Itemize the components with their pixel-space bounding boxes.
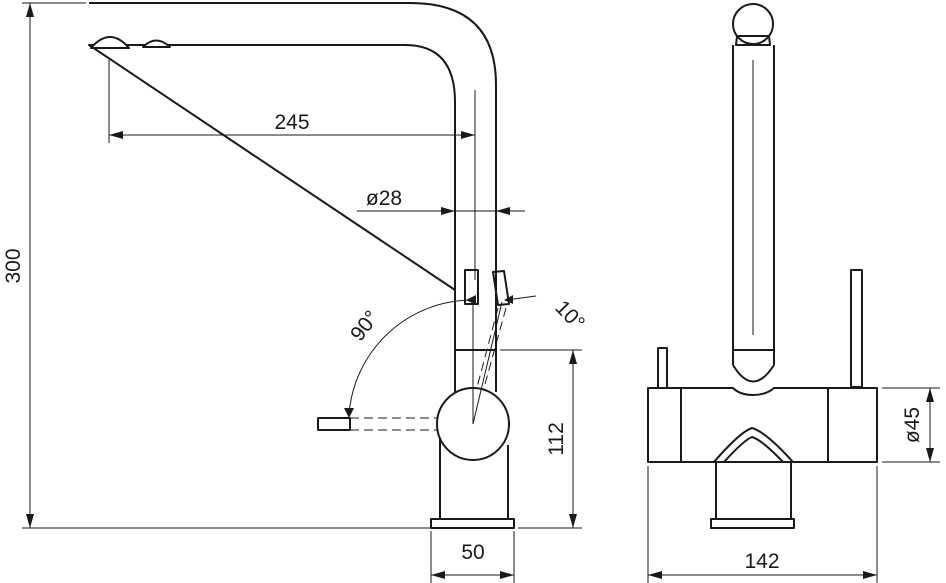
dimension-300-label: 300	[2, 248, 25, 283]
spout-outline	[88, 2, 497, 291]
front-base-plate	[710, 518, 795, 529]
front-base-stem	[715, 462, 792, 519]
arrowhead	[926, 448, 934, 462]
body-neck	[732, 364, 775, 383]
side-view: 90° 10° 245 ø28 300 112	[2, 2, 589, 583]
dimension-142-label: 142	[744, 550, 779, 573]
arrowhead	[344, 408, 354, 418]
dimension-28-label: ø28	[366, 187, 402, 210]
handle-right	[850, 269, 863, 388]
arrowhead	[569, 350, 577, 364]
dimension-45-label: ø45	[901, 407, 924, 443]
spout-tip-shading	[735, 35, 771, 46]
arrowhead	[466, 295, 476, 305]
dimension-50-label: 50	[461, 541, 484, 564]
arrowhead	[26, 3, 34, 17]
base-plate	[430, 518, 515, 529]
angle-10-label: 10°	[550, 296, 589, 335]
lever-tilted	[492, 270, 510, 306]
arrowhead	[926, 388, 934, 402]
rotation-axis-tilted	[472, 301, 503, 425]
spout-tip-circle	[732, 3, 774, 45]
arrowhead	[863, 571, 877, 579]
angle-arc-90	[348, 299, 474, 415]
arrowhead	[504, 295, 513, 304]
arrowhead	[441, 207, 455, 215]
arrowhead	[26, 514, 34, 528]
dimension-112-label: 112	[545, 422, 568, 455]
lever-hidden-lines	[474, 307, 507, 396]
handle-left	[657, 347, 668, 389]
arrowhead	[431, 571, 445, 579]
front-view: ø45 142	[647, 3, 940, 583]
aerator-nozzle-main	[90, 36, 130, 49]
body-housing	[647, 387, 878, 463]
arrowhead	[496, 207, 510, 215]
lever-horizontal	[317, 417, 351, 431]
arrowhead	[569, 514, 577, 528]
dimension-245-label: 245	[274, 111, 309, 134]
aerator-nozzle-secondary	[142, 39, 171, 48]
body-transition	[713, 427, 794, 463]
angle-90-label: 90°	[346, 306, 384, 345]
arrowhead	[461, 131, 475, 139]
arrowhead	[109, 131, 123, 139]
arrowhead	[500, 571, 514, 579]
arrowhead	[648, 571, 662, 579]
